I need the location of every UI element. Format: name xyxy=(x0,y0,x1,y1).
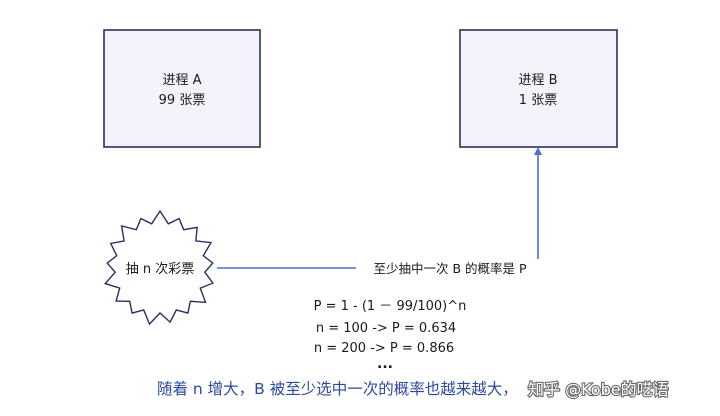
process-a-box xyxy=(103,29,261,148)
lottery-label: 抽 n 次彩票 xyxy=(126,261,195,277)
process-a-tickets: 99 张票 xyxy=(159,93,206,108)
edge-label: 至少抽中一次 B 的概率是 P xyxy=(356,259,544,278)
formula-line-1: P = 1 - (1 － 99/100)^n xyxy=(314,299,467,314)
edge-label-text: 至少抽中一次 B 的概率是 P xyxy=(373,261,526,276)
connector-arrow xyxy=(217,147,542,269)
formula-ellipsis: ... xyxy=(377,356,393,372)
process-b-box xyxy=(459,29,618,148)
watermark-text: 知乎 @Kobe的呓语 xyxy=(528,380,669,399)
formula-line-3: n = 200 -> P = 0.866 xyxy=(314,341,454,356)
formula-block: P = 1 - (1 － 99/100)^n n = 100 -> P = 0.… xyxy=(314,299,467,372)
process-a-node: 进程 A 99 张票 xyxy=(103,29,261,148)
process-a-title: 进程 A xyxy=(162,73,201,88)
conclusion-text: 随着 n 增大，B 被至少选中一次的概率也越来越大， xyxy=(157,380,518,398)
edge-label-background xyxy=(356,259,544,278)
starburst-shape xyxy=(103,209,215,326)
process-b-node: 进程 B 1 张票 xyxy=(459,29,618,148)
process-b-tickets: 1 张票 xyxy=(519,93,557,108)
process-b-title: 进程 B xyxy=(518,73,557,88)
lottery-node: 抽 n 次彩票 xyxy=(103,209,215,326)
formula-line-2: n = 100 -> P = 0.634 xyxy=(316,321,456,336)
